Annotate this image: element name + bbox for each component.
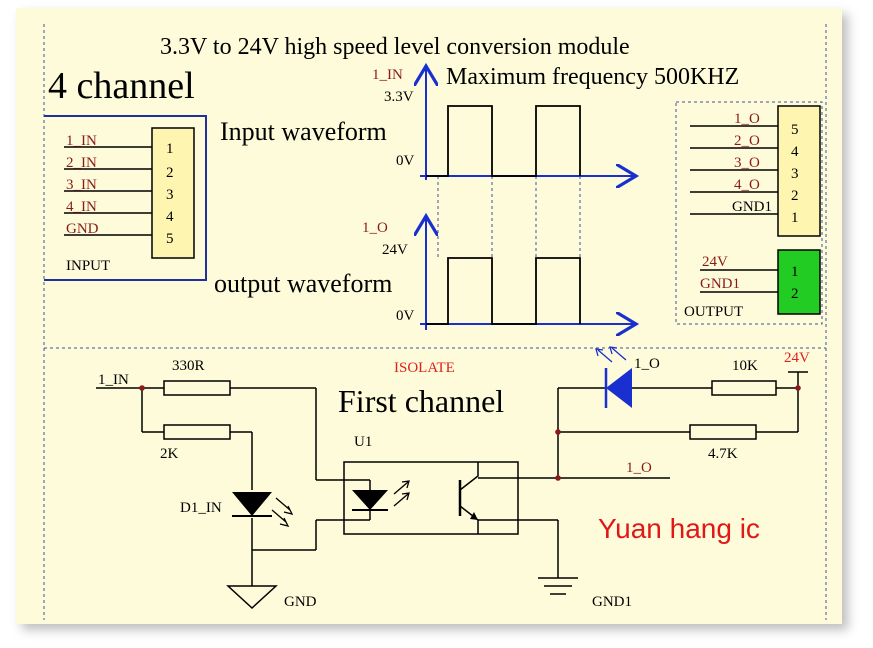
output-pin-number-4: 4: [791, 144, 799, 160]
shunt-resistor-label: 2K: [160, 446, 179, 462]
brand-watermark: Yuan hang ic: [598, 513, 760, 544]
frequency-label: Maximum frequency 500KHZ: [446, 64, 739, 90]
input-waveform-title: Input waveform: [220, 117, 387, 146]
diagram-title: 3.3V to 24V high speed level conversion …: [160, 34, 630, 60]
output-circuit: [518, 371, 808, 595]
junction-dot: [139, 385, 145, 391]
input-high-level: 3.3V: [384, 89, 414, 105]
output-high-level: 24V: [382, 242, 408, 258]
pullup-resistor-label: 4.7K: [708, 446, 738, 462]
output-pin-number-3: 3: [791, 166, 799, 182]
junction-dot: [555, 475, 561, 481]
optocoupler-label: U1: [354, 434, 372, 450]
power-pin-gnd1: GND1: [700, 276, 740, 292]
series-resistor-label: 330R: [172, 358, 205, 374]
output-pin-number-2: 2: [791, 188, 799, 204]
input-pin-number-3: 3: [166, 187, 174, 203]
output-pin-4: 4_O: [734, 177, 760, 193]
power-pin-24v: 24V: [702, 254, 728, 270]
supply-label: 24V: [784, 350, 810, 366]
input-pin-number-1: 1: [166, 141, 174, 157]
output-led-icon: [595, 346, 632, 408]
input-ground-label: GND: [284, 594, 317, 610]
output-label: OUTPUT: [684, 304, 743, 320]
input-led-icon: [232, 492, 294, 527]
input-connector: 1_IN 2_IN 3_IN 4_IN GND 1 2 3 4 5 INPUT: [44, 115, 207, 281]
output-pin-1: 1_O: [734, 111, 760, 127]
isolate-label: ISOLATE: [394, 360, 455, 376]
channel-title: First channel: [338, 383, 504, 419]
junction-dot: [555, 429, 561, 435]
input-led-label: D1_IN: [180, 500, 222, 516]
power-pin-number-2: 2: [791, 286, 799, 302]
led-resistor-label: 10K: [732, 358, 758, 374]
input-pin-gnd: GND: [66, 221, 99, 237]
output-connector: 1_O 2_O 3_O 4_O GND1 5 4 3 2 1 24V GND1 …: [684, 105, 821, 320]
input-pin-number-2: 2: [166, 165, 174, 181]
output-ground-label: GND1: [592, 594, 632, 610]
output-pin-number-5: 5: [791, 122, 799, 138]
input-signal-label: 1_IN: [372, 67, 403, 83]
input-pin-4: 4_IN: [66, 199, 97, 215]
schematic-board: [16, 8, 842, 624]
input-pin-3: 3_IN: [66, 177, 97, 193]
power-pin-number-1: 1: [791, 264, 799, 280]
input-label: INPUT: [66, 258, 110, 274]
channel-count-label: 4 channel: [48, 65, 195, 107]
input-pin-number-4: 4: [166, 209, 174, 225]
output-low-level: 0V: [396, 308, 415, 324]
output-pin-gnd1: GND1: [732, 199, 772, 215]
input-waveform: 1_IN 3.3V 0V Input waveform: [220, 66, 636, 180]
output-pin-number-1: 1: [791, 210, 799, 226]
input-pin-number-5: 5: [166, 231, 174, 247]
dashed-borders: [43, 24, 827, 620]
output-waveform-title: output waveform: [214, 269, 392, 298]
output-signal-label: 1_O: [362, 220, 388, 236]
output-pin-3: 3_O: [734, 155, 760, 171]
output-led-label: 1_O: [634, 356, 660, 372]
output-net-label: 1_O: [626, 460, 652, 476]
output-pin-2: 2_O: [734, 133, 760, 149]
input-net-label: 1_IN: [98, 372, 129, 388]
input-pin-2: 2_IN: [66, 155, 97, 171]
input-circuit: [96, 380, 344, 610]
input-low-level: 0V: [396, 153, 415, 169]
optocoupler: [343, 461, 519, 535]
output-waveform: 1_O 24V 0V output waveform: [214, 216, 636, 330]
input-pin-1: 1_IN: [66, 133, 97, 149]
junction-dot: [795, 385, 801, 391]
